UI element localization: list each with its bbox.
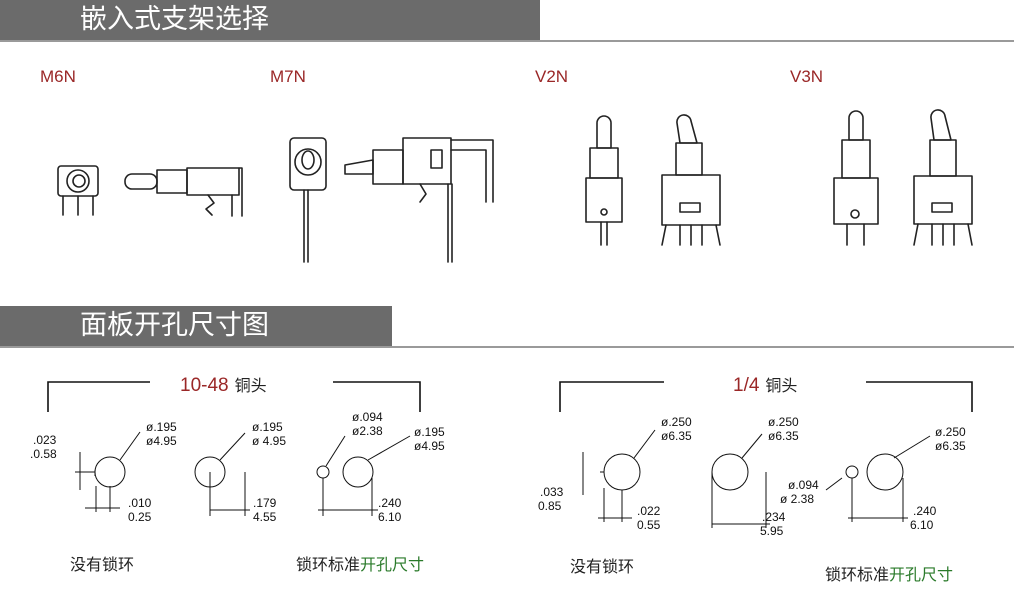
m7n-side-drawing: [344, 137, 494, 263]
caption-lock-std-14: 锁环标准开孔尺寸: [825, 561, 953, 585]
dim-14-hole1-mm: ø6.35: [661, 429, 692, 443]
section-rule-panel: [0, 346, 1014, 348]
v3n-front-drawing: [833, 110, 879, 246]
dim-1048-edge2-mm: 4.55: [253, 510, 277, 524]
section-banner-panel: 面板开孔尺寸图: [0, 306, 392, 346]
dim-14-hole2-mm: ø6.35: [768, 429, 799, 443]
group-label-1048: 铜头: [234, 376, 267, 395]
dim-1048-edge2-in: .179: [253, 496, 277, 510]
dim-14-lock-in: ø.094: [788, 478, 819, 492]
switch-drawings: [57, 109, 973, 263]
caption-no-lock-1048: 没有锁环: [70, 555, 135, 574]
dim-14-edge1-mm: 0.55: [637, 518, 661, 532]
m7n-front-drawing: [289, 137, 327, 263]
group-thread-1048: 10-48: [180, 375, 229, 396]
dim-1048-edge1-in: .010: [128, 496, 152, 510]
group-bracket-right-1048: [333, 381, 421, 412]
section-banner-bracket: 嵌入式支架选择: [0, 0, 540, 40]
dim-1048-offset-in: .023: [33, 433, 57, 447]
dim-14-hole3-in: ø.250: [935, 425, 966, 439]
cutout-hole-14-3: [866, 453, 904, 491]
dim-14-edge1-in: .022: [637, 504, 661, 518]
group-thread-14: 1/4: [733, 375, 760, 396]
cutout-lock-hole-1048: [316, 465, 330, 479]
model-label-v3n: V3N: [790, 67, 824, 86]
section-rule-bracket: [0, 40, 1014, 42]
dim-1048-edge3-in: .240: [378, 496, 402, 510]
dim-14-edge3-mm: 6.10: [910, 518, 934, 532]
group-title-14: 1/4 铜头: [733, 372, 797, 397]
dim-1048-hole1-in: ø.195: [146, 420, 177, 434]
group-bracket-right-14: [866, 381, 973, 412]
dim-1048-hole2-mm: ø 4.95: [252, 434, 286, 448]
dim-14-offset-mm: 0.85: [538, 499, 562, 513]
dim-1048-hole2-in: ø.195: [252, 420, 283, 434]
v2n-side-drawing: [661, 114, 721, 246]
cutout-hole-14-1: [603, 453, 641, 491]
cutout-hole-1048-1: [94, 456, 126, 488]
model-label-v2n: V2N: [535, 67, 569, 86]
dim-1048-hole1-mm: ø4.95: [146, 434, 177, 448]
dim-14-offset-in: .033: [540, 485, 564, 499]
caption-lock-std-14-b: 开孔尺寸: [889, 565, 954, 584]
dim-14-hole3-mm: ø6.35: [935, 439, 966, 453]
dim-1048-edge3-mm: 6.10: [378, 510, 402, 524]
section-title-bracket: 嵌入式支架选择: [80, 4, 269, 35]
m6n-front-drawing: [57, 165, 99, 216]
dim-1048-hole3-mm: ø4.95: [414, 439, 445, 453]
dim-14-edge2-mm: 5.95: [760, 524, 784, 538]
caption-lock-std-1048-a: 锁环标准: [296, 555, 361, 574]
cutout-lock-hole-14: [845, 465, 859, 479]
dim-1048-edge1-mm: 0.25: [128, 510, 152, 524]
dim-14-edge3-in: .240: [913, 504, 937, 518]
section-title-panel: 面板开孔尺寸图: [80, 310, 269, 341]
m6n-side-drawing: [124, 167, 243, 217]
cutout-hole-14-2: [711, 453, 749, 491]
model-label-m7n: M7N: [270, 67, 306, 86]
model-label-m6n: M6N: [40, 67, 76, 86]
dim-1048-hole3-in: ø.195: [414, 425, 445, 439]
caption-lock-std-14-a: 锁环标准: [825, 565, 890, 584]
group-bracket-left-1048: [47, 381, 150, 412]
group-title-1048: 10-48 铜头: [180, 372, 267, 397]
caption-no-lock-14: 没有锁环: [570, 557, 635, 576]
dim-1048-offset-mm: .0.58: [30, 447, 57, 461]
caption-lock-std-1048: 锁环标准开孔尺寸: [296, 551, 424, 575]
dim-14-hole1-in: ø.250: [661, 415, 692, 429]
group-label-14: 铜头: [765, 376, 798, 395]
dim-14-edge2-in: .234: [762, 510, 786, 524]
v2n-front-drawing: [585, 115, 623, 246]
cutout-hole-1048-3: [342, 456, 374, 488]
dim-1048-lock-in: ø.094: [352, 410, 383, 424]
dim-1048-lock-mm: ø2.38: [352, 424, 383, 438]
caption-lock-std-1048-b: 开孔尺寸: [360, 555, 425, 574]
dim-14-lock-mm: ø 2.38: [780, 492, 814, 506]
dim-14-hole2-in: ø.250: [768, 415, 799, 429]
v3n-side-drawing: [913, 109, 973, 246]
group-bracket-left-14: [559, 381, 664, 412]
